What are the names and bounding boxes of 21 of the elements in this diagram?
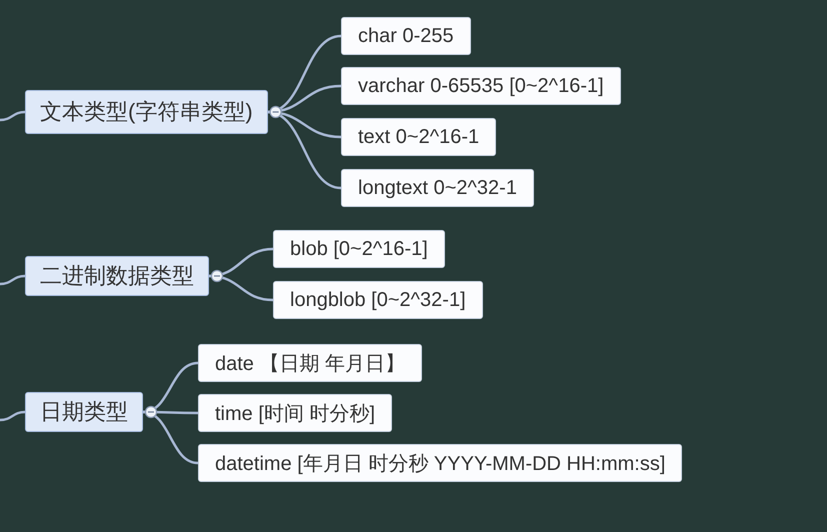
branch-line [0,110,26,122]
branch-line [0,274,26,286]
subtopic-box: text 0~2^16-1 [341,118,496,156]
branch-line [0,410,26,422]
subtopic-box: datetime [年月日 时分秒 YYYY-MM-DD HH:mm:ss] [198,444,682,482]
subtopic-box: char 0-255 [341,17,471,55]
branch-line [267,110,342,190]
branch-line [142,410,198,464]
subtopic-box: longblob [0~2^32-1] [273,281,483,319]
branch-line [208,248,274,278]
subtopic-box: date 【日期 年月日】 [198,344,422,382]
branch-line [142,362,198,414]
topic-box: 文本类型(字符串类型) [25,90,268,134]
subtopic-box: longtext 0~2^32-1 [341,169,534,207]
subtopic-box: varchar 0-65535 [0~2^16-1] [341,67,621,105]
topic-box: 二进制数据类型 [25,256,209,296]
subtopic-box: blob [0~2^16-1] [273,230,445,268]
branch-line [268,84,342,114]
subtopic-box: time [时间 时分秒] [198,394,392,432]
topic-box: 日期类型 [25,392,143,432]
branch-line [208,274,274,302]
